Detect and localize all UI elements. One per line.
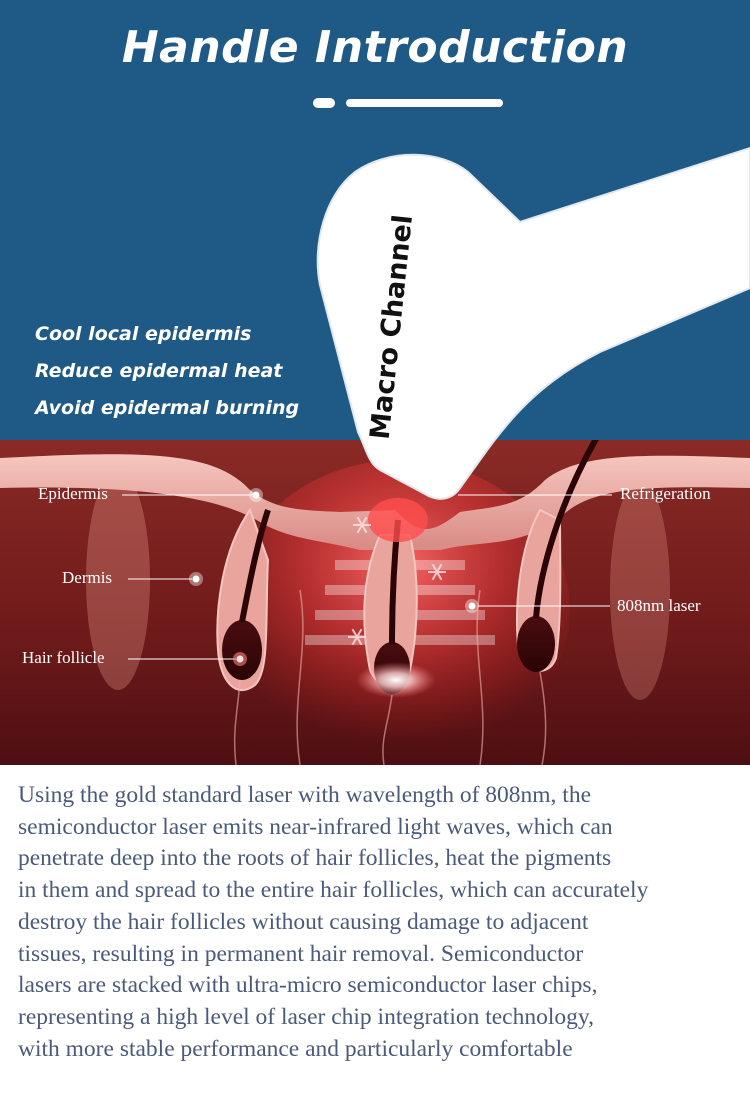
benefit-item: Reduce epidermal heat <box>35 360 283 382</box>
epidermis-layer <box>0 454 750 550</box>
laser-handle <box>316 146 750 500</box>
label-refrigeration: Refrigeration <box>620 484 711 503</box>
benefit-item: Avoid epidermal burning <box>35 397 300 419</box>
page-title: Handle Introduction <box>121 22 629 73</box>
label-808nm-laser: 808nm laser <box>617 596 701 615</box>
callout-lines <box>122 494 612 660</box>
laser-target-glow <box>356 662 436 698</box>
label-dermis: Dermis <box>62 568 113 587</box>
title-underline-bar <box>346 99 503 107</box>
snowflake-icon <box>428 563 446 581</box>
label-hair-follicle: Hair follicle <box>22 648 105 667</box>
hair-follicles <box>222 440 599 694</box>
benefit-list: Cool local epidermis Reduce epidermal he… <box>35 316 299 427</box>
description-text: Using the gold standard laser with wavel… <box>18 782 649 1062</box>
snowflake-icon <box>353 516 371 534</box>
skin-cross-section-diagram <box>0 440 750 765</box>
label-epidermis: Epidermis <box>38 484 108 503</box>
callout-markers <box>189 488 479 666</box>
snowflake-icon <box>348 628 366 646</box>
benefit-item: Cool local epidermis <box>35 323 252 345</box>
title-underline-dot <box>313 98 335 108</box>
